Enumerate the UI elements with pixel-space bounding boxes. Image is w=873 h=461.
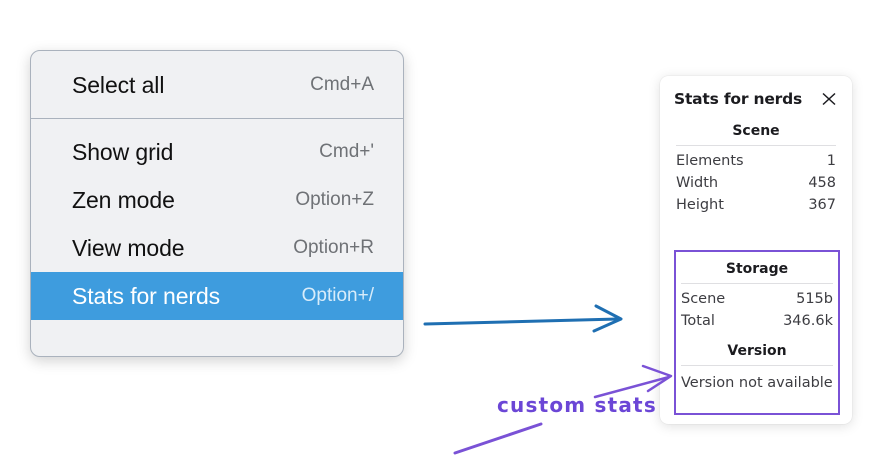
menu-item-shortcut: Cmd+A [310, 74, 374, 95]
section-title-version: Version [727, 343, 787, 359]
custom-stats-annotation-label: custom stats [497, 393, 657, 417]
menu-item-shortcut: Option+/ [301, 285, 374, 306]
custom-stats-group: Storage Scene 515b Total 346.6k Version … [674, 250, 840, 396]
stats-section-scene: Scene Elements 1 Width 458 Height 367 [674, 112, 838, 216]
stat-value: 346.6k [783, 313, 833, 329]
panel-title: Stats for nerds [674, 90, 803, 108]
section-rule [681, 365, 833, 366]
stats-section-version: Version Version not available [679, 332, 835, 396]
section-title-scene: Scene [732, 123, 780, 139]
menu-separator [31, 118, 403, 119]
table-row: Elements 1 [674, 150, 838, 172]
section-rule [676, 145, 836, 146]
menu-item-shortcut: Option+Z [295, 189, 374, 210]
section-rule [681, 283, 833, 284]
menu-item-label: Stats for nerds [72, 282, 221, 309]
stat-value: 367 [808, 197, 836, 213]
stats-section-storage: Storage Scene 515b Total 346.6k [679, 250, 835, 332]
panel-header: Stats for nerds [674, 76, 838, 112]
version-value: Version not available [681, 375, 833, 391]
menu-item-label: Show grid [72, 138, 174, 165]
blue-arrow-annotation [423, 304, 623, 333]
table-row: Height 367 [674, 194, 838, 216]
menu-item-stats-for-nerds[interactable]: Stats for nerds Option+/ [31, 272, 403, 320]
menu-item-label: Select all [72, 71, 165, 98]
purple-underline-annotation [453, 422, 543, 455]
table-row: Total 346.6k [679, 310, 835, 332]
stat-key: Scene [681, 291, 726, 307]
close-icon[interactable] [820, 90, 838, 108]
stat-value: 1 [826, 153, 836, 169]
menu-item-view-mode[interactable]: View mode Option+R [31, 224, 403, 272]
stat-key: Height [676, 197, 724, 213]
menu-item-zen-mode[interactable]: Zen mode Option+Z [31, 176, 403, 224]
section-title-storage: Storage [725, 261, 789, 277]
menu-item-label: Zen mode [72, 186, 175, 213]
menu-group-2: Show grid Cmd+' Zen mode Option+Z View m… [31, 119, 403, 333]
menu-item-shortcut: Cmd+' [319, 141, 374, 162]
menu-item-shortcut: Option+R [293, 237, 374, 258]
stat-value: 515b [796, 291, 833, 307]
menu-item-label: View mode [72, 234, 185, 261]
stat-key: Width [676, 175, 719, 191]
stat-key: Total [681, 313, 715, 329]
menu-group-1: Select all Cmd+A [31, 51, 403, 118]
menu-item-select-all[interactable]: Select all Cmd+A [31, 61, 403, 109]
stat-value: 458 [808, 175, 836, 191]
table-row: Width 458 [674, 172, 838, 194]
table-row: Scene 515b [679, 288, 835, 310]
stats-for-nerds-panel[interactable]: Stats for nerds Scene Elements 1 Width 4… [660, 76, 852, 424]
stat-key: Elements [676, 153, 744, 169]
context-menu[interactable]: Select all Cmd+A Show grid Cmd+' Zen mod… [30, 50, 404, 357]
menu-item-show-grid[interactable]: Show grid Cmd+' [31, 128, 403, 176]
